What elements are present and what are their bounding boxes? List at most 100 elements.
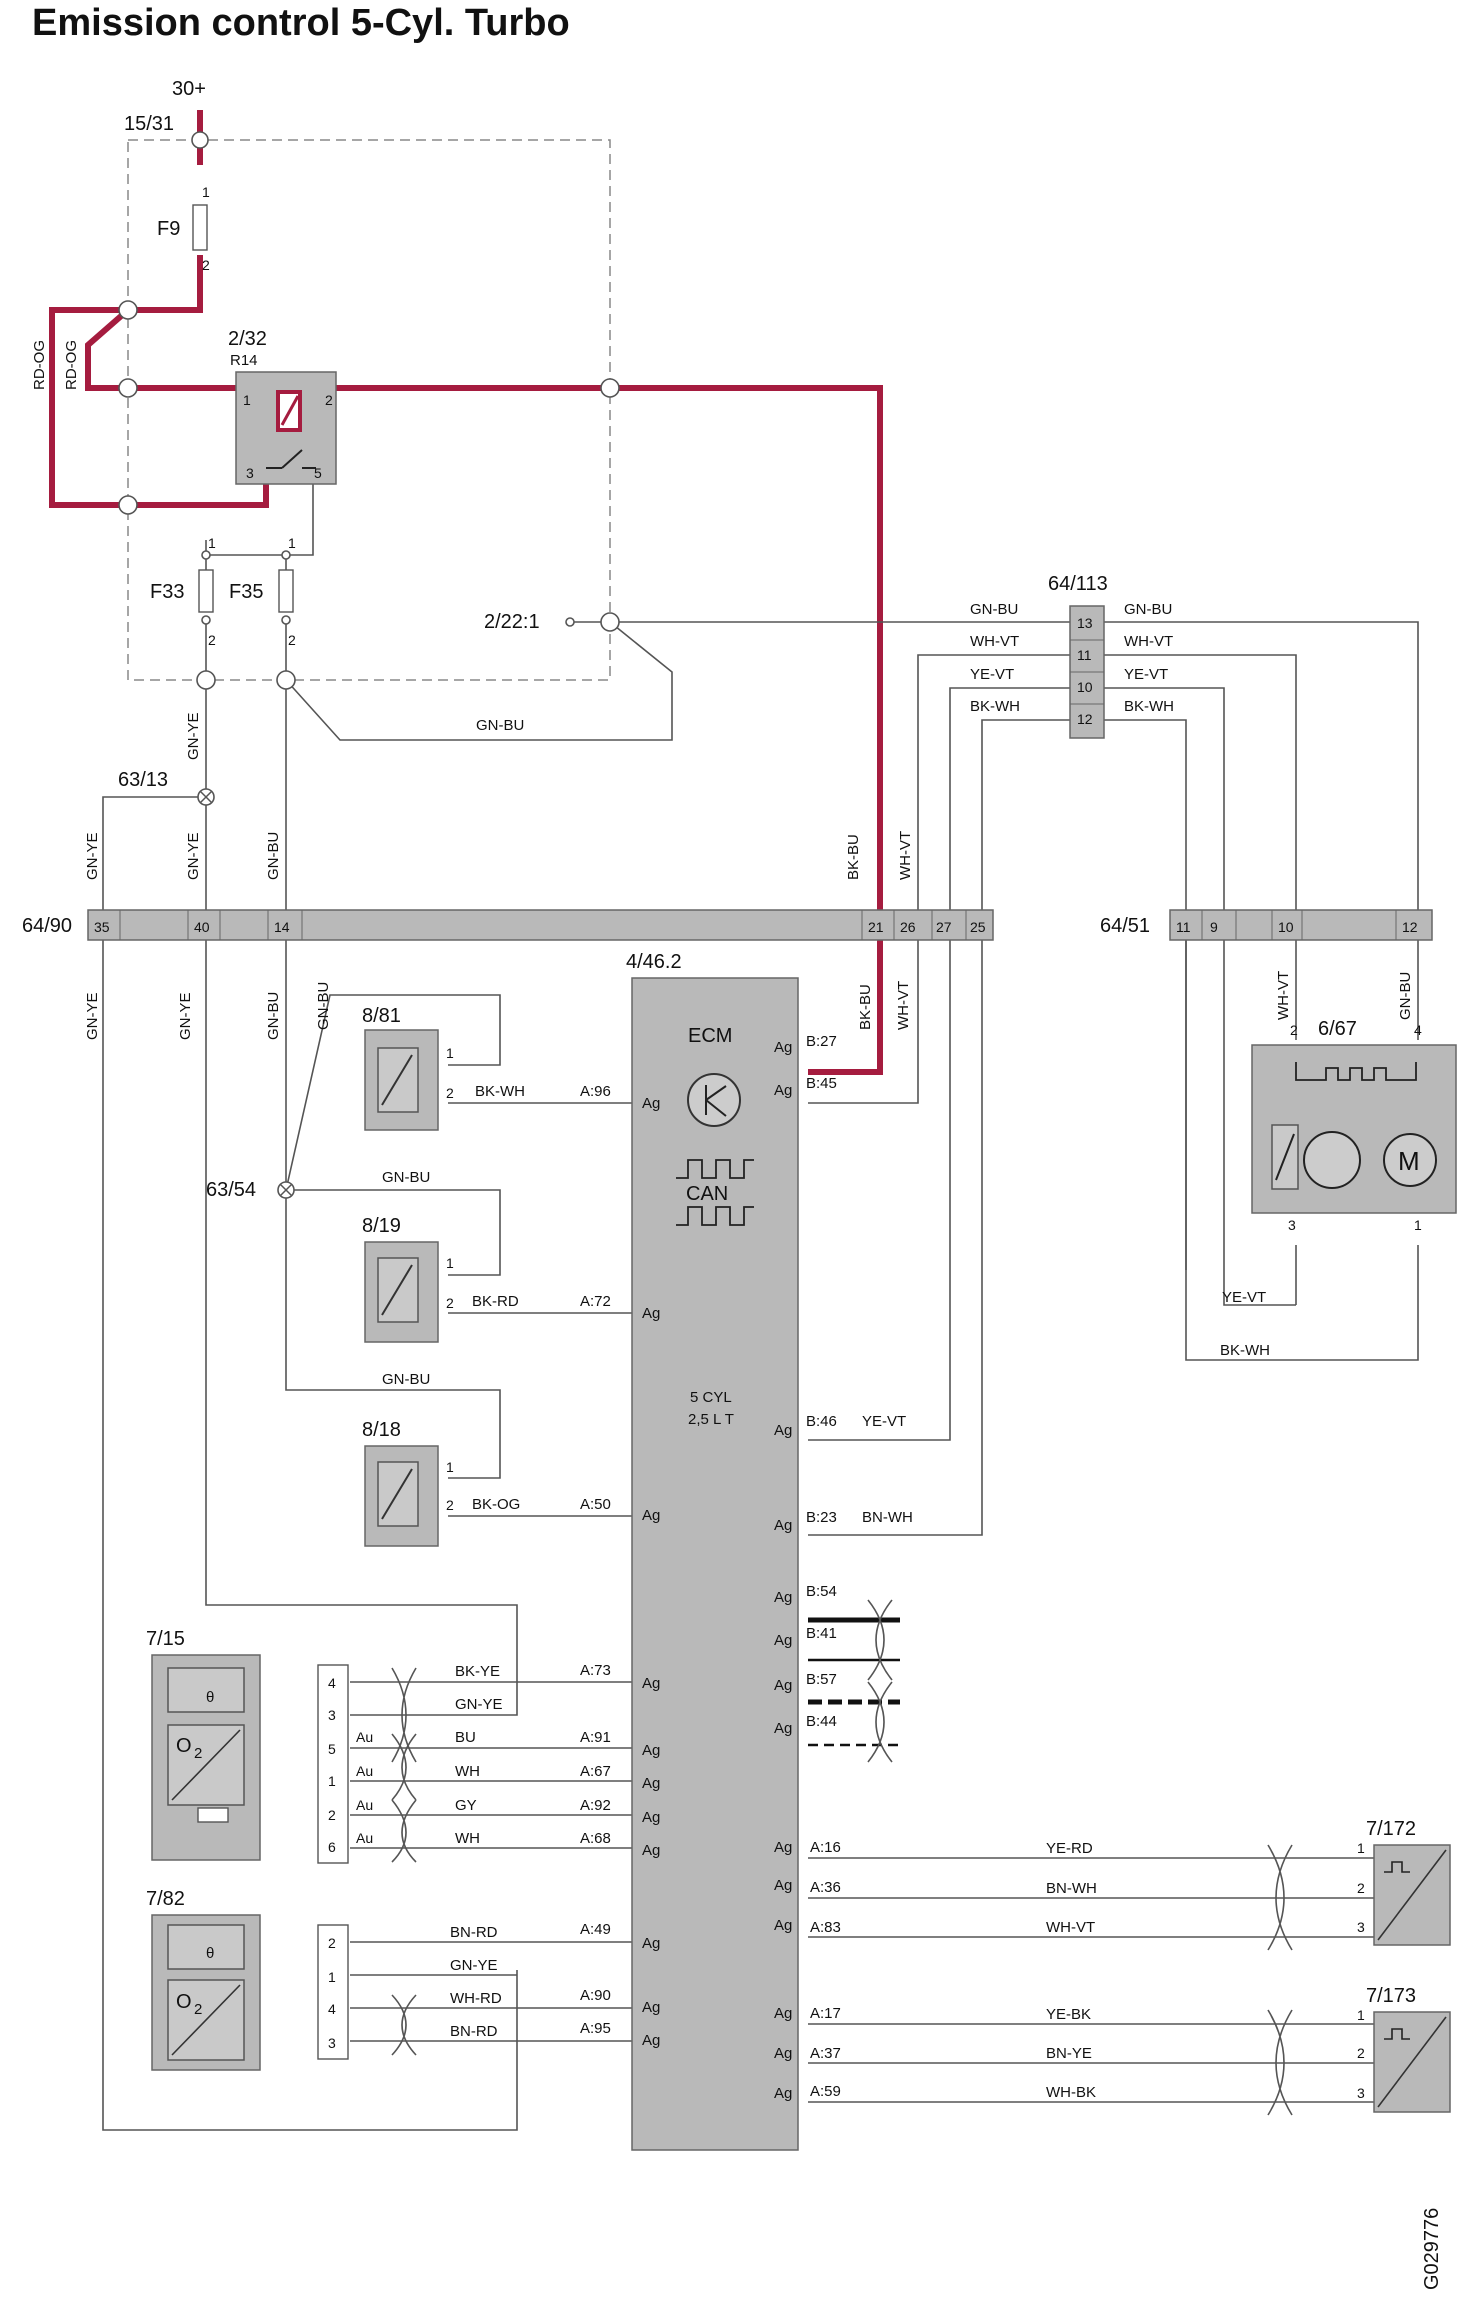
svg-text:2: 2 <box>325 392 333 408</box>
svg-text:A:72: A:72 <box>580 1293 611 1310</box>
svg-text:A:90: A:90 <box>580 1987 611 2004</box>
svg-text:5: 5 <box>328 1741 336 1757</box>
upper-labels: 30+ 15/31 2/22:1 63/13 GN-BU RD-OG RD-OG… <box>31 78 1414 1040</box>
svg-text:YE-VT: YE-VT <box>1222 1289 1266 1306</box>
svg-text:13: 13 <box>1077 615 1093 631</box>
svg-text:2/32: 2/32 <box>228 328 267 350</box>
svg-text:Ag: Ag <box>774 1877 792 1894</box>
svg-text:BN-WH: BN-WH <box>1046 1880 1097 1897</box>
svg-text:BN-RD: BN-RD <box>450 1924 498 1941</box>
svg-text:12: 12 <box>1077 711 1093 727</box>
svg-text:A:92: A:92 <box>580 1797 611 1814</box>
throttle-unit-6-67: 6/67 M 2 4 3 1 YE-VT BK-WH <box>1220 1018 1457 1359</box>
svg-text:8/81: 8/81 <box>362 1005 401 1027</box>
svg-text:WH-RD: WH-RD <box>450 1990 502 2007</box>
svg-text:3: 3 <box>1357 2085 1365 2101</box>
svg-text:B:46: B:46 <box>806 1413 837 1430</box>
svg-text:7/173: 7/173 <box>1366 1985 1416 2007</box>
svg-text:2: 2 <box>446 1497 454 1513</box>
svg-text:Au: Au <box>356 1830 373 1846</box>
svg-text:GN-YE: GN-YE <box>185 712 202 760</box>
twisted-pair-markers <box>391 1599 1293 2116</box>
svg-text:GN-BU: GN-BU <box>315 982 332 1030</box>
svg-text:27: 27 <box>936 919 952 935</box>
svg-text:10: 10 <box>1278 919 1294 935</box>
svg-text:2,5 L T: 2,5 L T <box>688 1411 734 1428</box>
gn-bu-labels: GN-BU GN-BU <box>382 1169 430 1388</box>
svg-text:Ag: Ag <box>642 1775 660 1792</box>
page-title: Emission control 5-Cyl. Turbo <box>32 2 570 44</box>
svg-text:2: 2 <box>1290 1022 1298 1038</box>
svg-text:3: 3 <box>328 2035 336 2051</box>
svg-text:1: 1 <box>1357 1840 1365 1856</box>
svg-text:Ag: Ag <box>774 1517 792 1534</box>
svg-text:Ag: Ag <box>774 1720 792 1737</box>
svg-text:4: 4 <box>1414 1022 1422 1038</box>
svg-text:Ag: Ag <box>642 1809 660 1826</box>
svg-text:WH-VT: WH-VT <box>1275 971 1292 1020</box>
svg-text:Au: Au <box>356 1763 373 1779</box>
svg-text:Ag: Ag <box>774 1039 792 1056</box>
svg-text:2: 2 <box>1357 2045 1365 2061</box>
svg-text:Ag: Ag <box>774 1839 792 1856</box>
svg-text:2/22:1: 2/22:1 <box>484 611 540 633</box>
svg-text:Ag: Ag <box>642 1675 660 1692</box>
svg-text:A:59: A:59 <box>810 2083 841 2100</box>
svg-text:GN-BU: GN-BU <box>265 992 282 1040</box>
svg-text:Ag: Ag <box>774 2085 792 2102</box>
svg-text:GN-BU: GN-BU <box>1397 972 1414 1020</box>
sensor-7-173: 7/173 1 2 3 <box>1357 1985 1451 2113</box>
svg-text:11: 11 <box>1176 919 1191 935</box>
svg-text:Ag: Ag <box>642 1935 660 1952</box>
svg-text:B:44: B:44 <box>806 1713 837 1730</box>
svg-text:1: 1 <box>328 1969 336 1985</box>
svg-text:BK-WH: BK-WH <box>970 698 1020 715</box>
svg-text:63/13: 63/13 <box>118 769 168 791</box>
svg-text:12: 12 <box>1402 919 1418 935</box>
svg-text:11: 11 <box>1077 647 1092 663</box>
svg-text:64/90: 64/90 <box>22 915 72 937</box>
svg-text:WH-VT: WH-VT <box>1124 633 1173 650</box>
svg-text:WH-VT: WH-VT <box>897 831 914 880</box>
svg-text:WH-VT: WH-VT <box>895 981 912 1030</box>
svg-text:GY: GY <box>455 1797 477 1814</box>
svg-text:B:54: B:54 <box>806 1583 837 1600</box>
svg-text:A:95: A:95 <box>580 2020 611 2037</box>
svg-text:YE-VT: YE-VT <box>1124 666 1168 683</box>
svg-text:A:50: A:50 <box>580 1496 611 1513</box>
svg-text:CAN: CAN <box>686 1183 728 1205</box>
ecm-4-46-2: 4/46.2 ECM CAN 5 CYL 2,5 L T <box>626 951 799 2151</box>
svg-text:BK-RD: BK-RD <box>472 1293 519 1310</box>
svg-text:GN-BU: GN-BU <box>476 717 524 734</box>
svg-text:RD-OG: RD-OG <box>31 340 48 390</box>
svg-text:2: 2 <box>328 1807 336 1823</box>
sensor-7-15: 7/15 θ O 2 4 3 5 1 2 6 Au Au Au Au BK-YE… <box>146 1628 660 1864</box>
svg-text:GN-BU: GN-BU <box>265 832 282 880</box>
solenoid-8-19: 8/19 1 2 BK-RD A:72 <box>362 1215 611 1343</box>
svg-text:GN-BU: GN-BU <box>382 1371 430 1388</box>
svg-text:1: 1 <box>202 184 210 200</box>
svg-text:A:36: A:36 <box>810 1879 841 1896</box>
svg-text:A:68: A:68 <box>580 1830 611 1847</box>
signal-wires <box>102 468 1419 2131</box>
svg-text:WH-BK: WH-BK <box>1046 2084 1096 2101</box>
svg-text:10: 10 <box>1077 679 1093 695</box>
svg-text:1: 1 <box>288 535 296 551</box>
ecm-pin-labels: Ag Ag Ag Ag Ag Ag Ag Ag Ag Ag Ag Ag Ag A… <box>642 1033 1097 2102</box>
svg-text:Ag: Ag <box>642 1999 660 2016</box>
svg-text:BK-WH: BK-WH <box>475 1083 525 1100</box>
svg-text:B:57: B:57 <box>806 1671 837 1688</box>
svg-text:GN-YE: GN-YE <box>185 832 202 880</box>
svg-text:GN-YE: GN-YE <box>84 832 101 880</box>
svg-text:YE-RD: YE-RD <box>1046 1840 1093 1857</box>
fuse-f35: F35 1 2 <box>229 535 296 648</box>
terminal-nodes <box>118 131 620 690</box>
svg-text:BN-RD: BN-RD <box>450 2023 498 2040</box>
svg-text:Ag: Ag <box>642 1305 660 1322</box>
svg-text:5: 5 <box>314 465 322 481</box>
svg-text:B:41: B:41 <box>806 1625 837 1642</box>
svg-text:Ag: Ag <box>642 1095 660 1112</box>
fuse-f33: F33 1 2 <box>150 535 216 648</box>
svg-text:Ag: Ag <box>642 2032 660 2049</box>
svg-text:40: 40 <box>194 919 210 935</box>
